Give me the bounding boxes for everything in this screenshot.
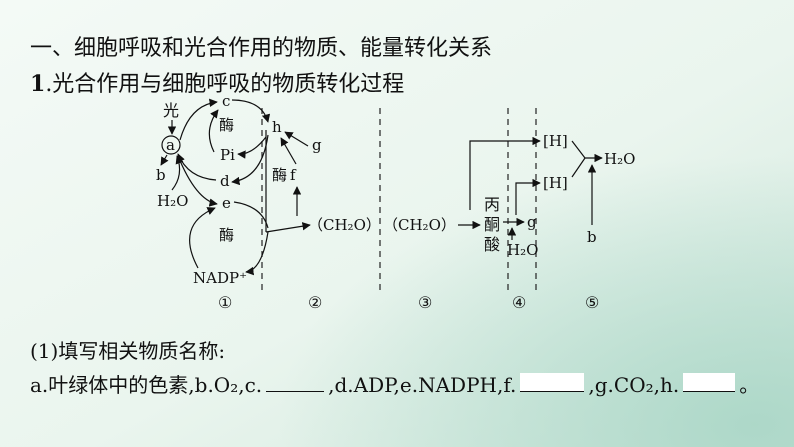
label-g-mid: g (527, 213, 537, 231)
blank-c[interactable] (266, 373, 325, 392)
subsection-heading: 1.光合作用与细胞呼吸的物质转化过程 (30, 66, 404, 98)
arrow-a-e (177, 155, 218, 207)
label-a: a (166, 136, 175, 154)
label-h2o-right: H₂O (604, 150, 635, 168)
label-b-right: b (587, 228, 597, 246)
label-pyruvate-3: 酸 (484, 235, 500, 254)
question-part-1: a.叶绿体中的色素,b.O₂,c. (30, 373, 263, 397)
subsection-number: 1 (30, 71, 46, 97)
label-h: h (272, 118, 282, 136)
blank-h[interactable] (683, 373, 736, 392)
arrow-h-d (231, 134, 269, 186)
label-h2o-left: H₂O (157, 192, 188, 210)
arrow-h2o-a (171, 155, 184, 191)
arrow-d-a (177, 153, 217, 181)
arrow-nadp-e (189, 207, 216, 269)
label-e: e (222, 194, 231, 212)
label-h2o-mid: H₂O (507, 241, 538, 259)
question-intro: (1)填写相关物质名称: (30, 339, 226, 363)
label-light: 光 (163, 101, 179, 120)
label-enzyme-2: 酶 (219, 226, 234, 244)
arrow-to-H-1 (469, 136, 541, 210)
arrow-to-ch2o-1 (265, 222, 311, 233)
label-pyruvate-2: 酮 (484, 215, 500, 234)
label-enzyme-1: 酶 (219, 116, 234, 134)
label-pi: Pi (220, 146, 235, 164)
label-H-1: [H] (543, 132, 568, 150)
question-part-2: ,d.ADP,e.NADPH,f. (328, 373, 517, 397)
question-part-4: 。 (739, 373, 760, 397)
label-c: c (222, 92, 230, 110)
section-heading: 一、细胞呼吸和光合作用的物质、能量转化关系 (30, 36, 493, 61)
stage-2: ② (308, 293, 322, 312)
label-f: f (290, 166, 297, 184)
label-g-top: g (312, 136, 322, 154)
stage-5: ⑤ (585, 293, 599, 312)
arrow-a-b (160, 154, 169, 166)
arrow-a-c (179, 98, 218, 141)
label-d: d (220, 172, 230, 190)
label-ch2o-1: （CH₂O） (308, 216, 381, 234)
node-a-circle (161, 135, 181, 155)
label-b-left: b (156, 166, 166, 184)
arrow-g-h (284, 131, 309, 147)
question-part-3: ,g.CO₂,h. (588, 373, 680, 397)
label-H-2: [H] (543, 174, 568, 192)
stage-4: ④ (512, 293, 526, 312)
stage-3: ③ (418, 293, 432, 312)
stage-1: ① (218, 293, 232, 312)
arrow-pi-c (208, 109, 219, 153)
label-ch2o-2: （CH₂O） (383, 216, 456, 234)
label-pyruvate-1: 丙 (484, 195, 500, 214)
blank-f[interactable] (520, 373, 585, 392)
arrow-h-pi (237, 136, 267, 159)
arrow-to-H-2 (515, 178, 541, 215)
arrow-c-h (231, 99, 271, 123)
arrow-to-nadp (245, 231, 269, 276)
label-nadp: NADP⁺ (193, 269, 247, 287)
join-H-to-h2o (571, 140, 586, 178)
label-enzyme-3: 酶 (272, 166, 287, 184)
subsection-title: .光合作用与细胞呼吸的物质转化过程 (45, 72, 405, 97)
arrow-e-right (233, 201, 269, 229)
question-line: a.叶绿体中的色素,b.O₂,c. ,d.ADP,e.NADPH,f. ,g.C… (30, 369, 759, 398)
arrow-f-h (280, 137, 297, 165)
